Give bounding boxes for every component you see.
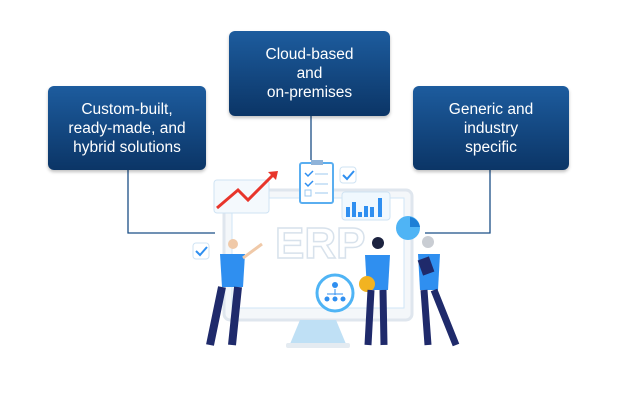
cloud-based-box: Cloud-based and on-premises	[229, 31, 390, 116]
box-label: Cloud-based and on-premises	[265, 46, 354, 101]
org-chart-icon	[315, 273, 355, 313]
person-with-tablet	[417, 236, 460, 347]
box-label: Generic and industry specific	[448, 100, 534, 156]
custom-built-solutions-box: Custom-built, ready-made, and hybrid sol…	[48, 86, 206, 170]
growth-chart-card	[213, 171, 278, 214]
box-label: Custom-built, ready-made, and hybrid sol…	[68, 100, 186, 156]
generic-industry-box: Generic and industry specific	[413, 86, 569, 170]
connector-lines	[127, 116, 491, 234]
person-with-coin	[359, 237, 390, 346]
person-pointing	[206, 239, 263, 346]
checkmark-icon	[192, 166, 357, 260]
clipboard-icon	[299, 160, 334, 204]
erp-text: ERP	[275, 219, 365, 268]
pie-chart-icon	[396, 216, 420, 240]
bar-chart-card	[341, 191, 391, 221]
